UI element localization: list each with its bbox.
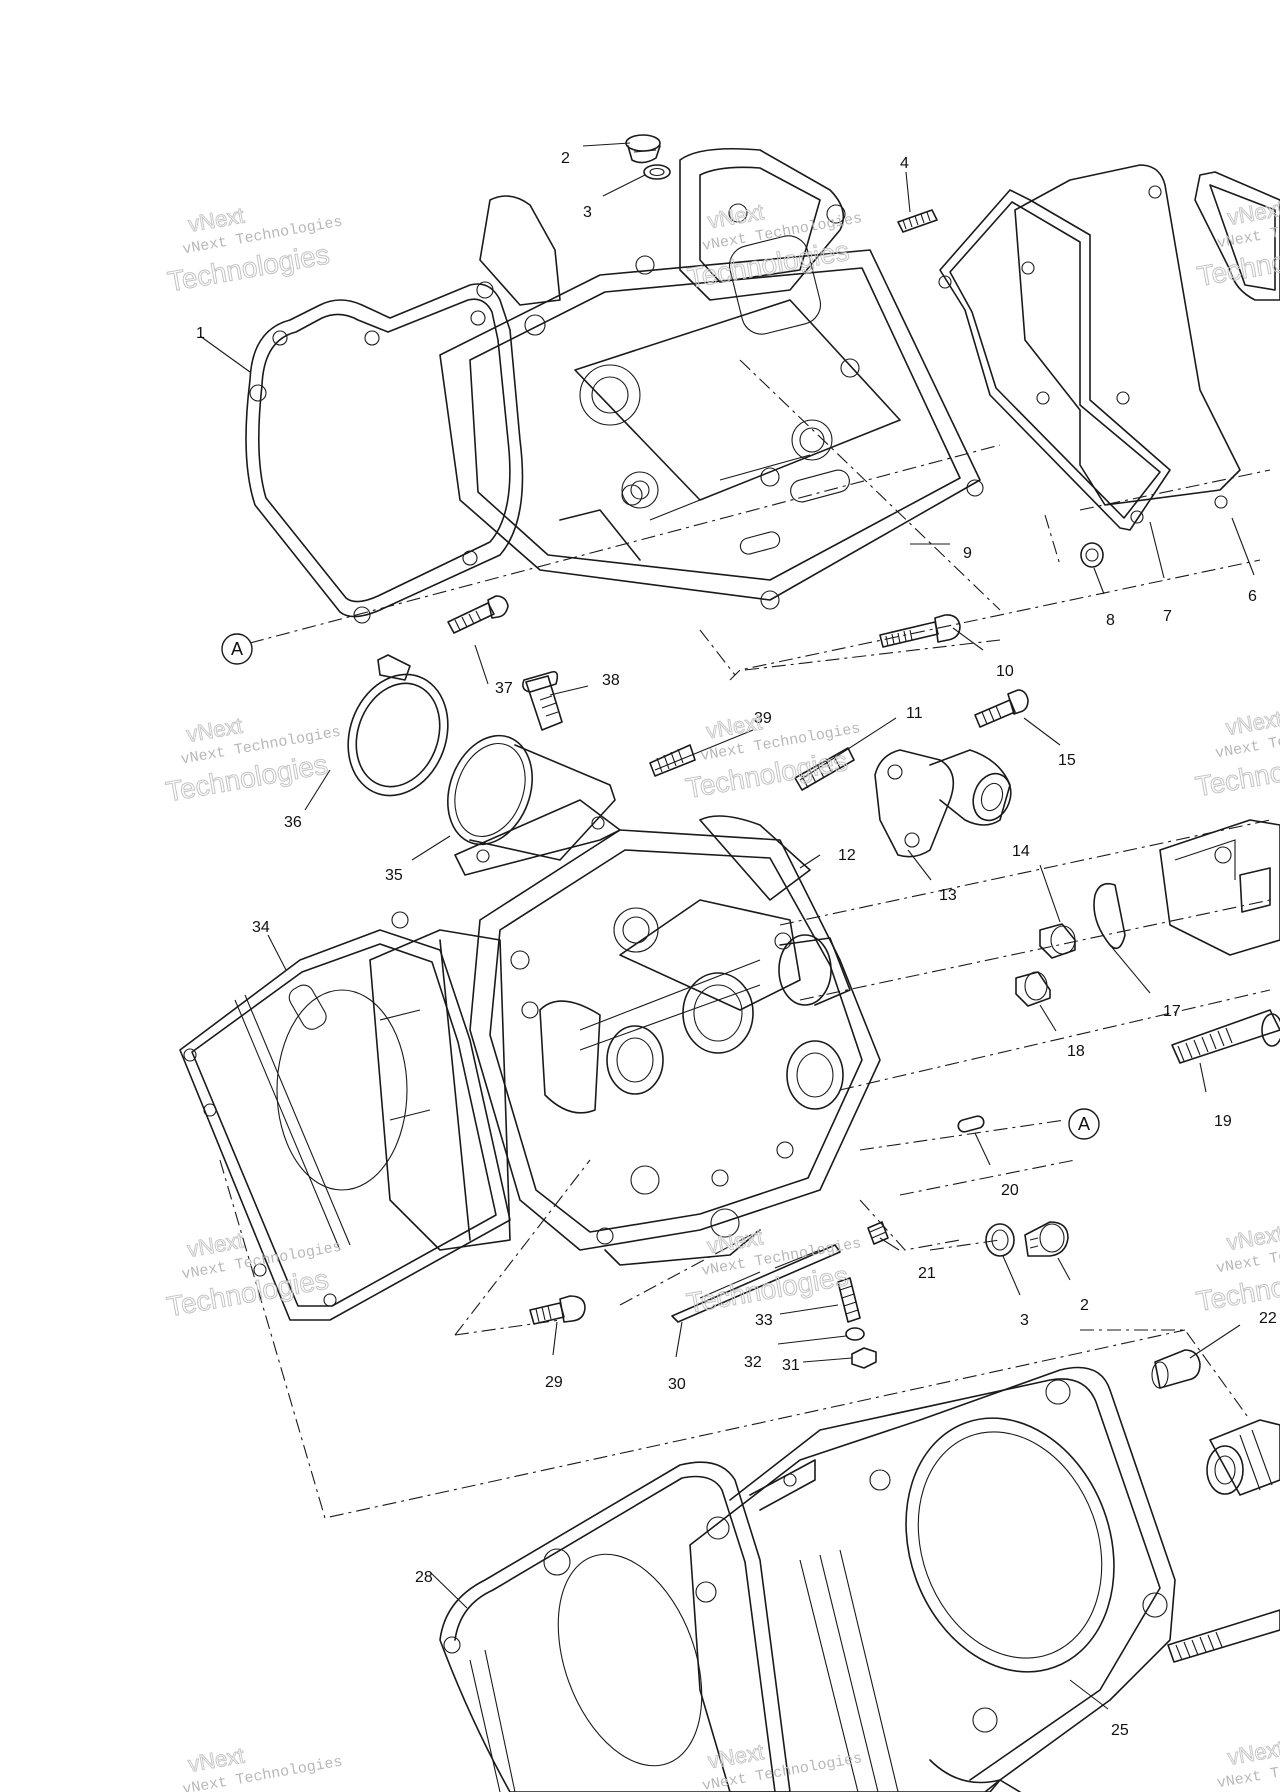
watermark-group-11: vNext vNext Technologies xyxy=(701,1739,864,1792)
part-32-washer xyxy=(845,1327,865,1341)
part-14-dowel xyxy=(1039,923,1076,959)
lower-stud xyxy=(1167,1609,1280,1663)
callout-22: 22 xyxy=(1259,1310,1277,1327)
part-10-bolt xyxy=(879,614,961,648)
callout-38: 38 xyxy=(602,672,620,689)
part-15-bolt xyxy=(974,689,1029,728)
callout-37: 37 xyxy=(495,680,513,697)
part-37-bolt xyxy=(447,595,509,634)
callout-labels: 1 2 3 4 6 7 8 9 10 11 12 13 14 15 17 18 … xyxy=(196,150,1277,1739)
part-3-washer xyxy=(643,164,671,180)
part-31-nut xyxy=(851,1347,877,1369)
callout-1: 1 xyxy=(196,325,205,342)
callout-3: 3 xyxy=(583,204,592,221)
watermark-group-1: vNext vNext Technologies Technologies xyxy=(165,202,344,298)
part-35-intake-boot xyxy=(447,734,621,876)
reference-mark-label: A xyxy=(231,639,243,659)
callout-28: 28 xyxy=(415,1569,433,1586)
callout-19: 19 xyxy=(1214,1113,1232,1130)
watermark-group-8: vNext vNext Technologies Technologies xyxy=(684,1224,863,1320)
callout-32: 32 xyxy=(744,1354,762,1371)
part-39-stud xyxy=(649,744,696,777)
callout-29: 29 xyxy=(545,1374,563,1391)
part-2-plug xyxy=(625,134,661,164)
watermark-group-12: vNext vNext Technologies xyxy=(1216,1735,1280,1792)
callout-21: 21 xyxy=(918,1265,936,1282)
callout-3-lower: 3 xyxy=(1020,1312,1029,1329)
callout-20: 20 xyxy=(1001,1182,1019,1199)
alignment-lines xyxy=(219,359,1271,1519)
callout-33: 33 xyxy=(755,1312,773,1329)
part-9-valve-cover xyxy=(439,147,984,610)
part-6-valve-cover-plate xyxy=(1014,164,1280,509)
part-11-stud xyxy=(794,747,855,791)
callout-30: 30 xyxy=(668,1376,686,1393)
part-36-clamp xyxy=(347,654,449,797)
part-1-cover-gasket xyxy=(245,283,524,624)
reference-mark-a-lower: A xyxy=(1068,1108,1100,1140)
part-7-gasket xyxy=(938,189,1171,531)
part-3-lower-washer xyxy=(985,1223,1015,1257)
part-33-stud xyxy=(837,1277,861,1323)
callout-18: 18 xyxy=(1067,1043,1085,1060)
watermark-group-2: vNext vNext Technologies Technologies xyxy=(685,199,864,295)
callout-36: 36 xyxy=(284,814,302,831)
callout-25: 25 xyxy=(1111,1722,1129,1739)
callout-15: 15 xyxy=(1058,752,1076,769)
part-18-dowel xyxy=(1015,971,1051,1007)
watermark-group-3: vNext vNext Technologies Technologies xyxy=(1194,195,1280,292)
watermark-group-9: vNext vNext Technologies Technologies xyxy=(1194,1220,1280,1317)
callout-17: 17 xyxy=(1163,1003,1181,1020)
part-20-pin xyxy=(957,1115,985,1133)
callout-34: 34 xyxy=(252,919,270,936)
callout-2-lower: 2 xyxy=(1080,1297,1089,1314)
callout-13: 13 xyxy=(939,887,957,904)
reference-mark-label: A xyxy=(1078,1114,1090,1134)
callout-12: 12 xyxy=(838,847,856,864)
callout-6: 6 xyxy=(1248,588,1257,605)
callout-9: 9 xyxy=(963,545,972,562)
part-22-dowel xyxy=(1151,1349,1201,1389)
callout-7: 7 xyxy=(1163,608,1172,625)
callout-39: 39 xyxy=(754,710,772,727)
part-17-cam-parts xyxy=(1093,819,1280,956)
part-34-head-gasket xyxy=(179,911,511,1321)
water-fitting xyxy=(1206,1419,1280,1496)
callout-4: 4 xyxy=(900,155,909,172)
callout-10: 10 xyxy=(996,663,1014,680)
callout-31: 31 xyxy=(782,1357,800,1374)
part-30-gasket-strip xyxy=(671,1244,841,1323)
part-12-cylinder-head xyxy=(469,815,881,1266)
part-38-bolt xyxy=(522,670,563,731)
part-25-cylinder xyxy=(689,1366,1176,1792)
part-29-bolt xyxy=(529,1295,586,1325)
watermark-group-6: vNext vNext Technologies Technologies xyxy=(1193,705,1280,802)
callout-8: 8 xyxy=(1106,612,1115,629)
watermark-group-10: vNext vNext Technologies xyxy=(181,1742,344,1792)
part-8-washer xyxy=(1080,542,1104,568)
leader-lines xyxy=(199,142,1255,1710)
part-21-screw xyxy=(867,1221,889,1245)
part-2-lower-plug xyxy=(1024,1221,1069,1257)
part-13-water-outlet xyxy=(874,749,1012,858)
callout-2: 2 xyxy=(561,150,570,167)
cylinder-block-upper xyxy=(369,929,511,1251)
part-4-stud xyxy=(897,209,938,233)
watermark-group-4: vNext vNext Technologies Technologies xyxy=(163,712,342,808)
callout-11: 11 xyxy=(906,705,923,722)
callout-14: 14 xyxy=(1012,843,1030,860)
part-19-stud xyxy=(1171,1009,1280,1064)
callout-35: 35 xyxy=(385,867,403,884)
reference-mark-a-upper: A xyxy=(221,633,253,665)
